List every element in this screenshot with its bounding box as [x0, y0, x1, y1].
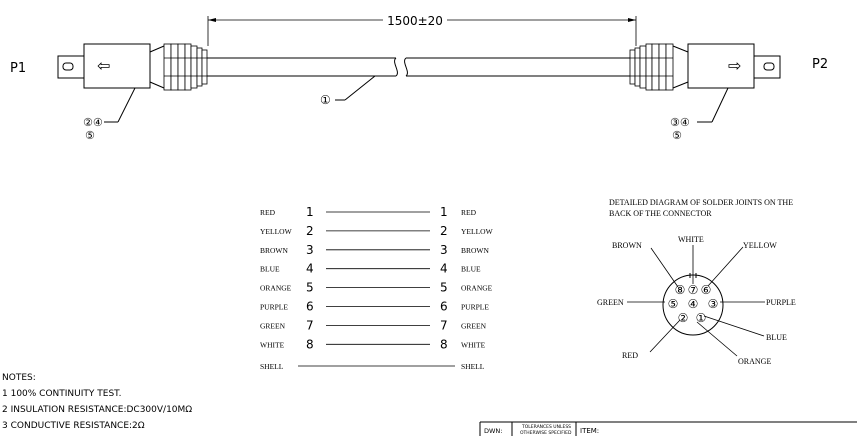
- cable-body: [207, 57, 630, 101]
- wire-color-right: YELLOW: [461, 227, 494, 236]
- solder-label-purple: PURPLE: [766, 298, 796, 307]
- pin-3: ③: [708, 297, 719, 311]
- wiring-row: BROWN 3 3 BROWN: [260, 243, 490, 257]
- wiring-row: YELLOW 2 2 YELLOW: [260, 224, 494, 238]
- notes: NOTES: 1 100% CONTINUITY TEST. 2 INSULAT…: [2, 373, 192, 431]
- pin-number-right: 7: [440, 318, 448, 332]
- solder-diagram: ⑧ ⑦ ⑥ ⑤ ④ ③ ② ① BROWN WHITE YELLOW GREEN…: [597, 235, 796, 366]
- wire-color-left: BLUE: [260, 265, 280, 274]
- strain-relief-p2: [629, 43, 674, 91]
- wire-color-right: BLUE: [461, 265, 481, 274]
- pin-number-right: 4: [440, 262, 448, 276]
- length-dimension-text: 1500±20: [387, 14, 443, 28]
- pin-number-left: 6: [306, 300, 314, 314]
- strain-relief-p1: [163, 43, 208, 91]
- solder-label-yellow: YELLOW: [743, 241, 777, 250]
- pin-number-left: 1: [306, 205, 314, 219]
- solder-label-blue: BLUE: [766, 333, 787, 342]
- connector-p1: ⇦: [57, 43, 208, 123]
- pin-number-right: 2: [440, 224, 448, 238]
- pin-1: ①: [696, 311, 707, 325]
- item-label: ITEM:: [580, 427, 599, 435]
- wire-color-left: PURPLE: [260, 303, 288, 312]
- notes-heading: NOTES:: [2, 373, 36, 383]
- pin-number-left: 3: [306, 243, 314, 257]
- tolerances-line2: OTHERWISE SPECIFIED: [520, 430, 572, 436]
- pin-number-left: 5: [306, 281, 314, 295]
- pin-number-right: 3: [440, 243, 448, 257]
- shell-label-right: SHELL: [461, 362, 485, 371]
- wiring-row: PURPLE 6 6 PURPLE: [260, 300, 489, 314]
- pin-number-right: 5: [440, 281, 448, 295]
- pin-4: ④: [688, 297, 699, 311]
- wire-color-right: ORANGE: [461, 284, 493, 293]
- callout-p1-b: ⑤: [85, 129, 95, 142]
- wire-color-left: GREEN: [260, 321, 286, 330]
- callout-cable: ①: [320, 93, 331, 107]
- solder-label-brown: BROWN: [612, 241, 642, 250]
- pin-number-right: 8: [440, 337, 448, 351]
- p2-label: P2: [812, 57, 828, 72]
- callout-p1-a: ②④: [83, 116, 103, 129]
- wire-color-left: RED: [260, 208, 276, 217]
- wire-color-right: WHITE: [461, 340, 486, 349]
- pin-number-left: 4: [306, 262, 314, 276]
- pin-number-left: 8: [306, 337, 314, 351]
- wire-color-right: PURPLE: [461, 303, 489, 312]
- pin-5: ⑤: [668, 297, 679, 311]
- wiring-row: WHITE 8 8 WHITE: [260, 337, 486, 351]
- tolerances-line1: TOLERANCES UNLESS: [521, 424, 571, 430]
- pin-number-left: 7: [306, 318, 314, 332]
- wiring-row: GREEN 7 7 GREEN: [260, 318, 487, 332]
- solder-label-orange: ORANGE: [738, 357, 771, 366]
- arrow-left-icon: ⇦: [97, 56, 110, 75]
- wiring-row: BLUE 4 4 BLUE: [260, 262, 481, 276]
- wire-color-left: YELLOW: [260, 227, 293, 236]
- pin-number-left: 2: [306, 224, 314, 238]
- wire-color-right: GREEN: [461, 321, 487, 330]
- wiring-table: RED 1 1 RED YELLOW 2 2 YELLOW BROWN 3 3 BROWN BLUE 4 4…: [260, 205, 494, 351]
- p1-label: P1: [10, 61, 26, 76]
- title-block: DWN: TOLERANCES UNLESS OTHERWISE SPECIFI…: [479, 421, 857, 436]
- solder-label-green: GREEN: [597, 298, 624, 307]
- pin-7: ⑦: [688, 283, 699, 297]
- pin-2: ②: [678, 311, 689, 325]
- wire-color-right: RED: [461, 208, 477, 217]
- wire-color-left: BROWN: [260, 246, 289, 255]
- length-dimension: 1500±20: [207, 14, 637, 46]
- solder-title-line2: BACK OF THE CONNECTOR: [609, 209, 712, 218]
- solder-label-white: WHITE: [678, 235, 704, 244]
- solder-label-red: RED: [622, 351, 638, 360]
- wire-color-right: BROWN: [461, 246, 490, 255]
- pin-6: ⑥: [701, 283, 712, 297]
- note-1: 1 100% CONTINUITY TEST.: [2, 389, 121, 399]
- callout-p2-a: ③④: [670, 116, 690, 129]
- wiring-row: RED 1 1 RED: [260, 205, 477, 219]
- dwn-label: DWN:: [484, 427, 502, 435]
- pin-number-right: 1: [440, 205, 448, 219]
- shell-label-left: SHELL: [260, 362, 284, 371]
- pin-8: ⑧: [675, 283, 686, 297]
- wire-color-left: WHITE: [260, 340, 285, 349]
- pin-number-right: 6: [440, 300, 448, 314]
- wire-color-left: ORANGE: [260, 284, 292, 293]
- solder-title-line1: DETAILED DIAGRAM OF SOLDER JOINTS ON THE: [609, 198, 793, 207]
- callout-p2-b: ⑤: [672, 129, 682, 142]
- note-3: 3 CONDUCTIVE RESISTANCE:2Ω: [2, 421, 145, 431]
- note-2: 2 INSULATION RESISTANCE:DC300V/10MΩ: [2, 405, 192, 415]
- wiring-row: ORANGE 5 5 ORANGE: [260, 281, 493, 295]
- arrow-right-icon: ⇨: [728, 56, 741, 75]
- connector-p2: ⇨: [629, 43, 781, 123]
- shell-row: SHELL SHELL: [260, 362, 485, 371]
